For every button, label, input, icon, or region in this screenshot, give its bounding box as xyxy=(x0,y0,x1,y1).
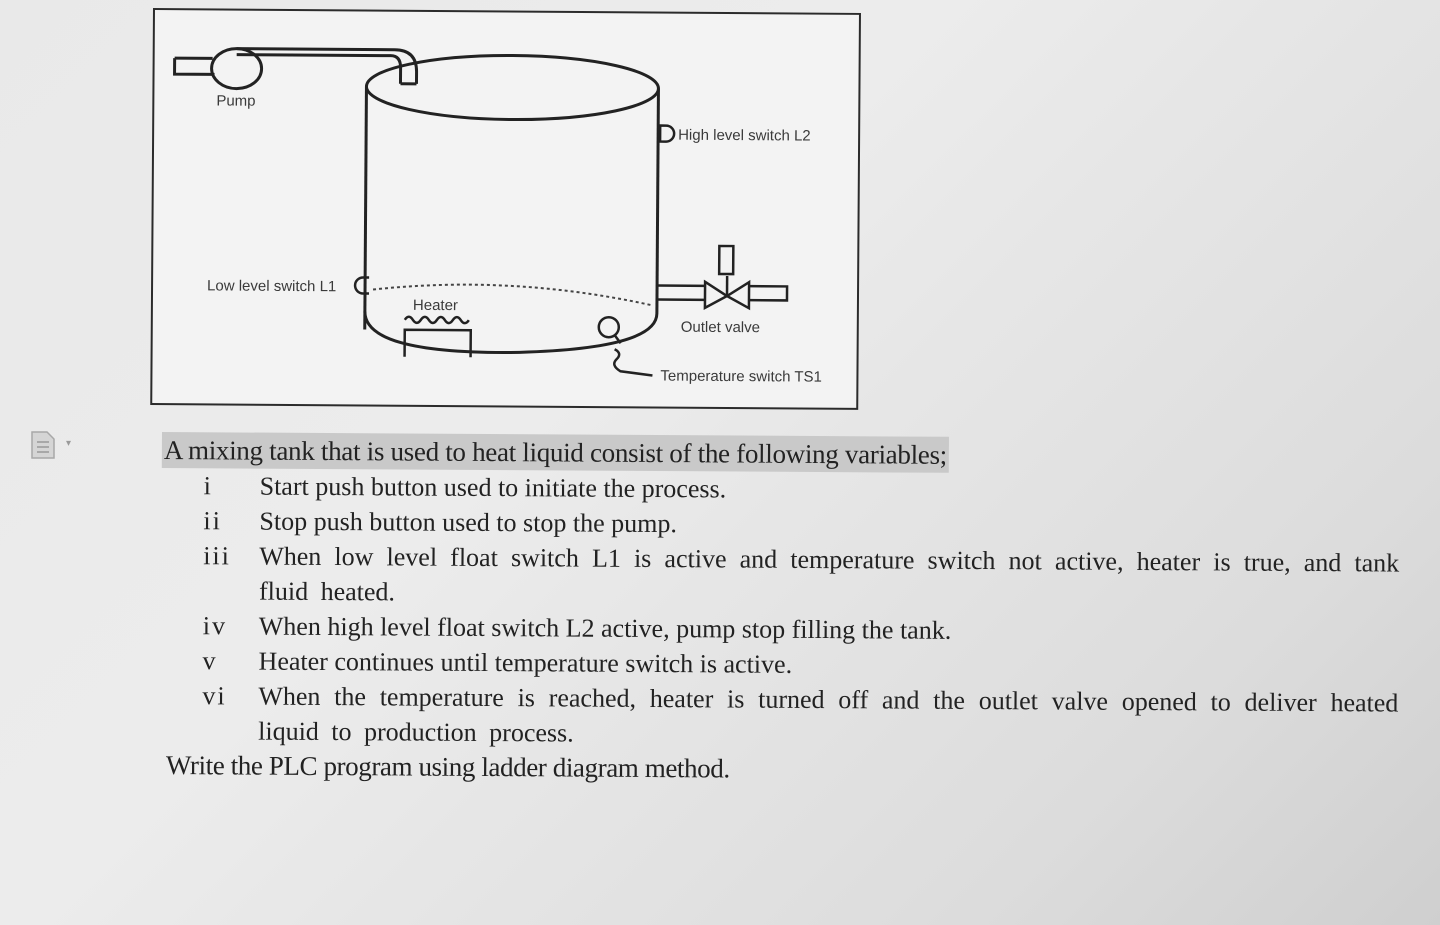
item-number: iv xyxy=(202,611,228,641)
item-number: ii xyxy=(203,506,222,536)
outlet-valve-icon xyxy=(656,244,789,311)
item-number: iii xyxy=(203,541,232,571)
pump-icon xyxy=(173,47,419,91)
pump-label: Pump xyxy=(216,92,255,109)
low-level-switch-icon xyxy=(353,276,370,295)
question-heading: A mixing tank that is used to heat liqui… xyxy=(161,432,950,473)
heater-label: Heater xyxy=(413,297,458,314)
tank-icon xyxy=(363,53,660,355)
temperature-switch-icon xyxy=(597,315,653,377)
chevron-down-icon[interactable]: ▾ xyxy=(66,438,72,449)
tank-diagram-svg: Pump High level switch L2 Low level swit… xyxy=(173,47,822,386)
tank-diagram: Pump High level switch L2 Low level swit… xyxy=(150,8,861,410)
item-number: vi xyxy=(202,681,227,711)
question-text: A mixing tank that is used to heat liqui… xyxy=(160,432,1422,790)
high-level-switch-label: High level switch L2 xyxy=(678,127,811,145)
item-text: When low level float switch L1 is active… xyxy=(258,541,1400,607)
item-text: When the temperature is reached, heater … xyxy=(258,681,1399,748)
list-item: iii When low level float switch L1 is ac… xyxy=(161,538,1421,616)
high-level-switch-icon xyxy=(658,124,676,143)
list-item: vi When the temperature is reached, heat… xyxy=(160,678,1420,756)
item-number: i xyxy=(203,471,213,501)
fluid-level-line xyxy=(372,283,654,307)
temperature-switch-label: Temperature switch TS1 xyxy=(660,368,822,386)
document-icon[interactable] xyxy=(30,430,56,460)
heater-icon xyxy=(403,315,473,358)
item-number: v xyxy=(202,646,218,676)
low-level-switch-label: Low level switch L1 xyxy=(207,277,336,295)
outlet-valve-label: Outlet valve xyxy=(681,319,760,337)
